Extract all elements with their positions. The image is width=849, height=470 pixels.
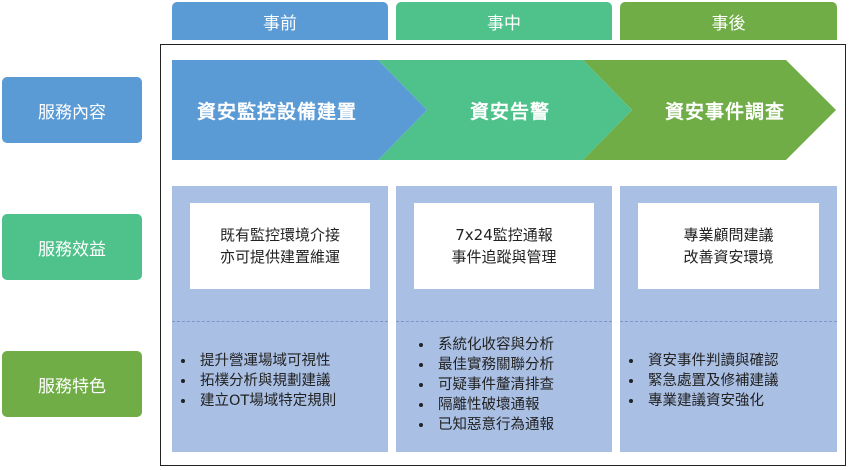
feature-item: 提升營運場域可視性	[196, 351, 384, 371]
dashed-divider	[172, 321, 388, 322]
feature-item: 系統化收容與分析	[434, 335, 608, 355]
feature-item: 隔離性破壞通報	[434, 395, 608, 415]
feature-list: 提升營運場域可視性 拓樸分析與規劃建議 建立OT場域特定規則	[182, 351, 384, 411]
column-during: 7x24監控通報 事件追蹤與管理 系統化收容與分析 最佳實務關聯分析 可疑事件釐…	[396, 186, 612, 452]
column-before: 既有監控環境介接 亦可提供建置維運 提升營運場域可視性 拓樸分析與規劃建議 建立…	[172, 186, 388, 452]
benefit-line: 7x24監控通報	[455, 226, 553, 244]
feature-item: 建立OT場域特定規則	[196, 391, 384, 411]
benefit-line: 既有監控環境介接	[219, 226, 340, 244]
arrow-label-device-deployment: 資安監控設備建置	[196, 100, 357, 123]
benefit-box: 專業顧問建議 改善資安環境	[638, 203, 819, 289]
feature-item: 已知惡意行為通報	[434, 415, 608, 435]
benefit-box: 7x24監控通報 事件追蹤與管理	[414, 203, 594, 289]
feature-item: 緊急處置及修補建議	[644, 371, 833, 391]
feature-item: 最佳實務關聯分析	[434, 355, 608, 375]
arrow-shape-3	[583, 60, 836, 160]
dashed-divider	[396, 321, 612, 322]
dashed-divider	[620, 321, 837, 322]
phase-tab-before: 事前	[172, 2, 388, 40]
row-label-service-benefit: 服務效益	[2, 214, 142, 280]
feature-item: 專業建議資安強化	[644, 391, 833, 411]
arrow-label-investigation: 資安事件調查	[664, 100, 785, 123]
phase-tab-after: 事後	[620, 2, 837, 40]
benefit-box: 既有監控環境介接 亦可提供建置維運	[190, 203, 370, 289]
arrow-shape-2	[378, 60, 632, 160]
row-label-service-content: 服務內容	[2, 77, 142, 143]
phase-tab-during: 事中	[396, 2, 612, 40]
feature-item: 資安事件判讀與確認	[644, 351, 833, 371]
feature-item: 可疑事件釐清排查	[434, 375, 608, 395]
arrow-label-alert: 資安告警	[469, 100, 550, 123]
arrow-shape-1	[172, 60, 427, 160]
row-label-service-feature: 服務特色	[2, 351, 142, 417]
benefit-line: 改善資安環境	[683, 248, 774, 266]
column-after: 專業顧問建議 改善資安環境 資安事件判讀與確認 緊急處置及修補建議 專業建議資安…	[620, 186, 837, 452]
benefit-line: 專業顧問建議	[683, 226, 774, 244]
feature-list: 資安事件判讀與確認 緊急處置及修補建議 專業建議資安強化	[630, 351, 833, 411]
benefit-line: 事件追蹤與管理	[451, 248, 557, 266]
benefit-line: 亦可提供建置維運	[219, 248, 340, 266]
feature-item: 拓樸分析與規劃建議	[196, 371, 384, 391]
feature-list: 系統化收容與分析 最佳實務關聯分析 可疑事件釐清排查 隔離性破壞通報 已知惡意行…	[420, 335, 608, 435]
